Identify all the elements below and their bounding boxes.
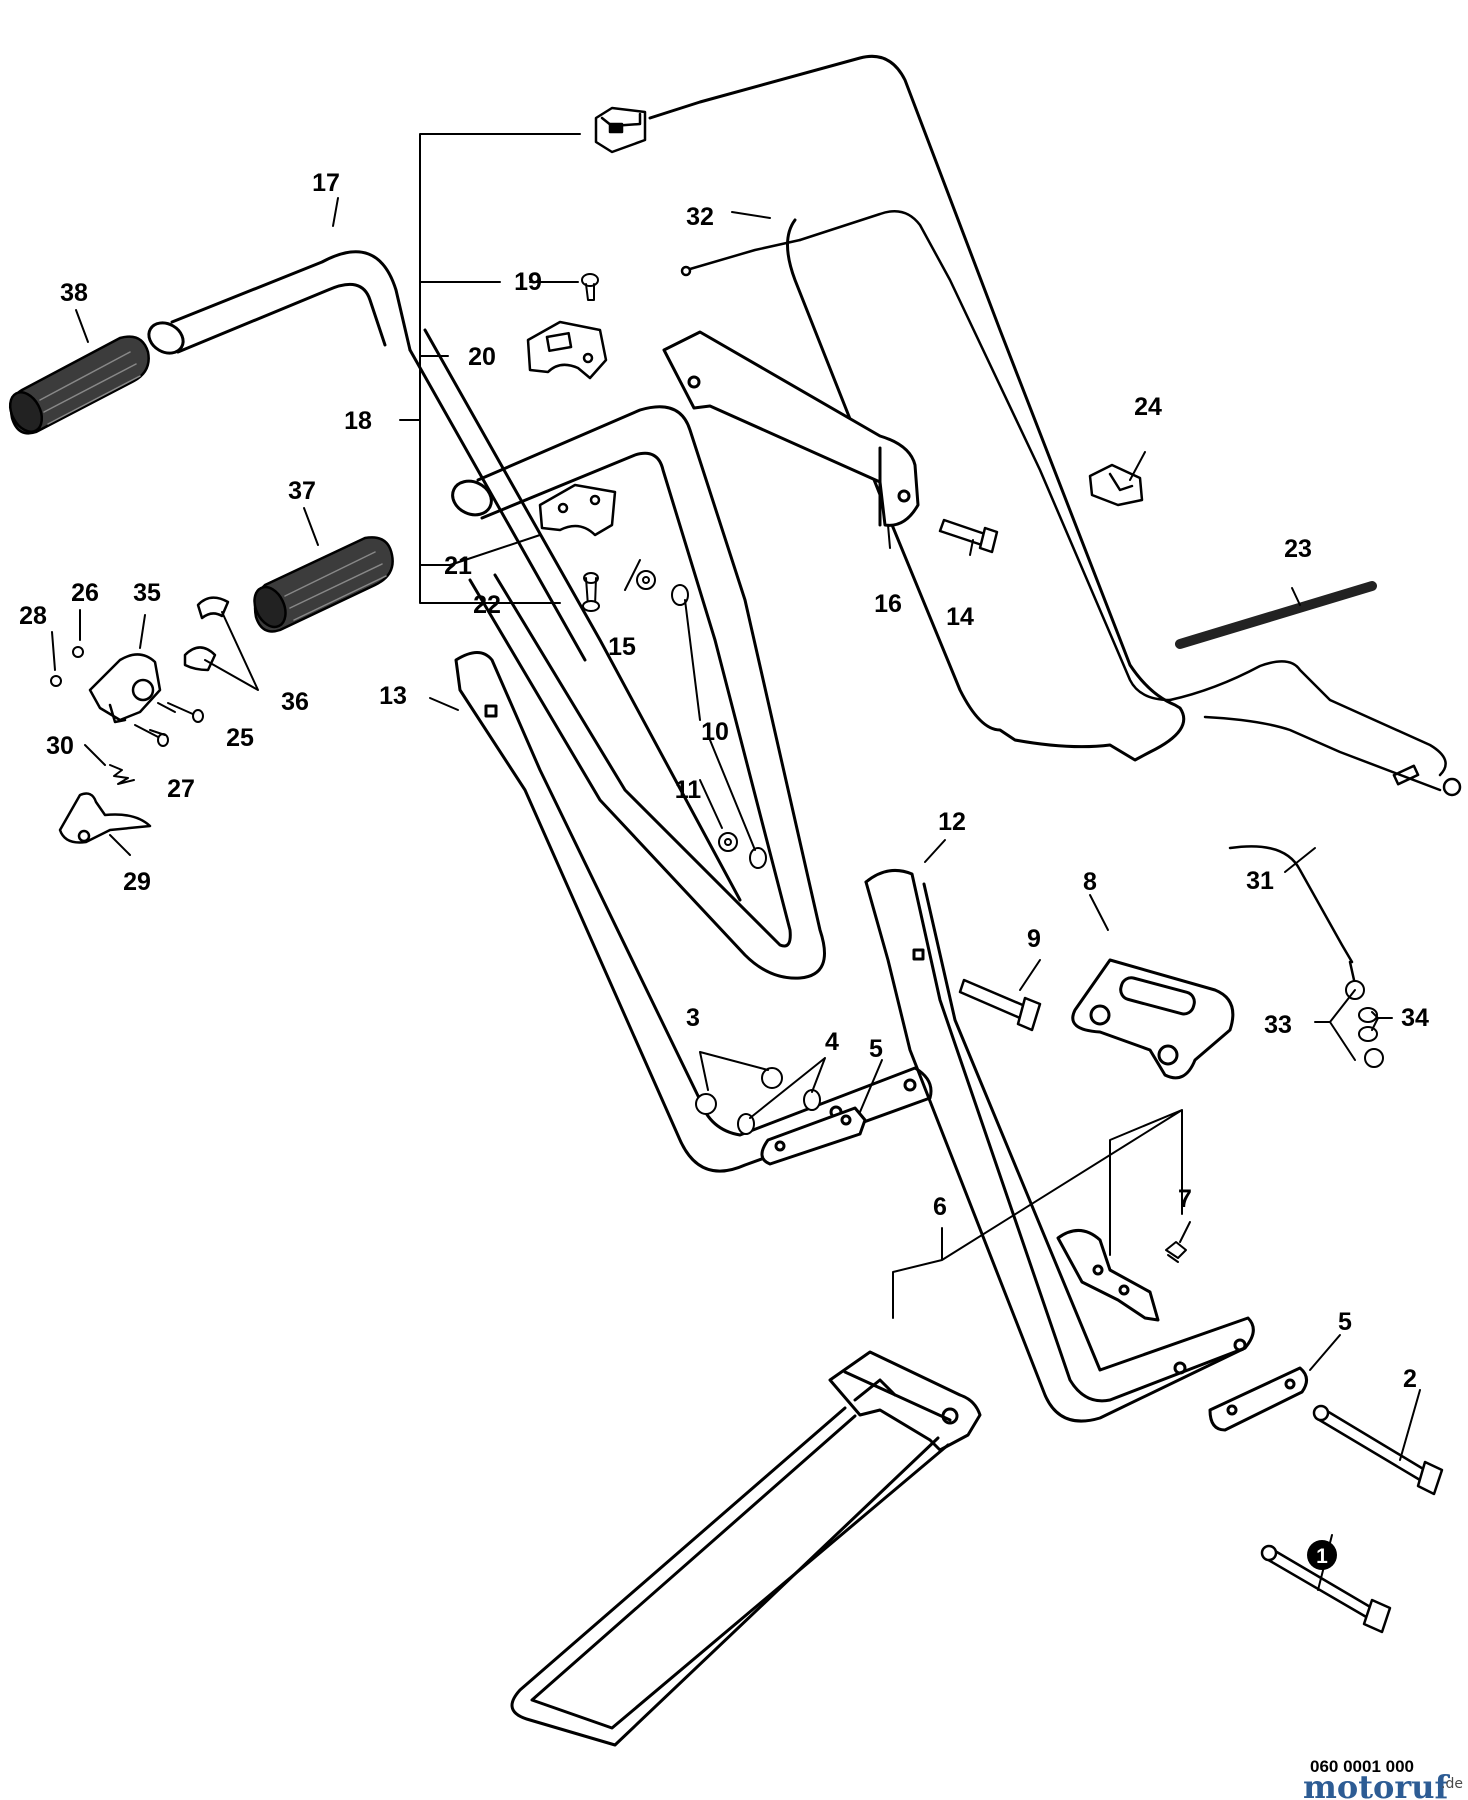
label-9: 9 <box>1027 925 1041 953</box>
label-21: 21 <box>444 552 472 580</box>
clamp-top-icon <box>526 320 608 380</box>
bushing-36a-icon <box>196 596 230 620</box>
plate-8-icon <box>1071 958 1235 1080</box>
callout-badge: 1 <box>1307 1540 1337 1570</box>
label-5a: 5 <box>869 1035 883 1063</box>
lever-29-icon <box>58 792 152 844</box>
screw-22-icon <box>582 572 600 612</box>
label-4: 4 <box>825 1028 839 1056</box>
nut-3a-icon <box>695 1093 717 1115</box>
label-34: 34 <box>1401 1004 1429 1032</box>
middle-handle-loop-icon <box>451 405 826 980</box>
nut-11-icon <box>718 832 738 852</box>
reference-code: 060 0001 000 <box>1310 1757 1414 1776</box>
bracket-16-icon <box>662 330 920 527</box>
screw-27-icon <box>134 724 169 747</box>
washer-34b-icon <box>1358 1026 1378 1042</box>
label-14: 14 <box>946 603 974 631</box>
screw-19-icon <box>581 273 599 301</box>
watermark-tld: .de <box>1441 1776 1463 1792</box>
label-16: 16 <box>874 590 902 618</box>
label-33: 33 <box>1264 1011 1292 1039</box>
label-24: 24 <box>1134 393 1162 421</box>
lever-cable-icon <box>680 210 1462 797</box>
label-29: 29 <box>123 868 151 896</box>
bracket-7-icon <box>1056 1229 1160 1322</box>
switch-icon <box>594 106 647 154</box>
spring-30-icon <box>109 764 135 785</box>
nut-33b-icon <box>1364 1048 1384 1068</box>
plate-5a-icon <box>760 1106 867 1166</box>
label-7: 7 <box>1178 1185 1192 1213</box>
washer-4a-icon <box>737 1113 755 1135</box>
label-37: 37 <box>288 477 316 505</box>
label-8: 8 <box>1083 868 1097 896</box>
kickstand-6-icon <box>510 1350 982 1747</box>
label-17: 17 <box>312 169 340 197</box>
label-5b: 5 <box>1338 1308 1352 1336</box>
control-cable-icon <box>648 54 1186 762</box>
label-32: 32 <box>686 203 714 231</box>
label-2: 2 <box>1403 1365 1417 1393</box>
watermark-brand: motoruf <box>1303 1768 1450 1800</box>
label-12: 12 <box>938 808 966 836</box>
label-30: 30 <box>46 732 74 760</box>
label-19: 19 <box>514 268 542 296</box>
bolt-9-icon <box>958 978 1042 1032</box>
label-28: 28 <box>19 602 47 630</box>
label-26: 26 <box>71 579 99 607</box>
label-15: 15 <box>608 633 636 661</box>
clamp-bottom-icon <box>538 483 617 537</box>
screw-25-icon <box>167 702 204 723</box>
bushing-36b-icon <box>183 646 217 672</box>
label-10: 10 <box>701 718 729 746</box>
label-36: 36 <box>281 688 309 716</box>
label-11: 11 <box>675 776 702 804</box>
plate-5b-icon <box>1208 1366 1308 1432</box>
label-27: 27 <box>167 775 195 803</box>
label-38: 38 <box>60 279 88 307</box>
bolt-14-icon <box>938 518 999 554</box>
grip-right-icon <box>253 536 394 633</box>
watermark: motoruf .de <box>1303 1768 1463 1800</box>
label-23: 23 <box>1284 535 1312 563</box>
lower-handle-right-icon <box>864 868 1255 1423</box>
upper-handle-tube-icon <box>147 250 742 902</box>
bolt-2-icon <box>1312 1404 1444 1496</box>
label-18: 18 <box>344 407 372 435</box>
label-6: 6 <box>933 1193 947 1221</box>
sleeve-23-icon <box>1175 581 1377 649</box>
nut-28-icon <box>50 675 62 687</box>
washer-10b-icon <box>749 847 767 869</box>
label-13: 13 <box>379 682 407 710</box>
nut-3b-icon <box>761 1067 783 1089</box>
clip-24-icon <box>1088 463 1144 507</box>
lower-handle-tube-icon <box>454 651 933 1173</box>
nut-26-icon <box>72 646 84 658</box>
label-35: 35 <box>133 579 161 607</box>
svg-text:1: 1 <box>1316 1545 1328 1568</box>
grip-left-icon <box>8 335 150 435</box>
label-25: 25 <box>226 724 254 752</box>
label-22: 22 <box>473 591 501 619</box>
screw-7-icon <box>1165 1241 1187 1263</box>
label-31: 31 <box>1246 867 1274 895</box>
bolt-1-icon <box>1260 1544 1392 1634</box>
label-20: 20 <box>468 343 496 371</box>
lever-housing-35-icon <box>88 653 162 724</box>
part-labels: 2 3 4 5 5 6 7 8 9 10 11 12 13 14 15 16 1… <box>19 169 1429 1393</box>
nut-15-icon <box>636 570 656 590</box>
label-3: 3 <box>686 1004 700 1032</box>
